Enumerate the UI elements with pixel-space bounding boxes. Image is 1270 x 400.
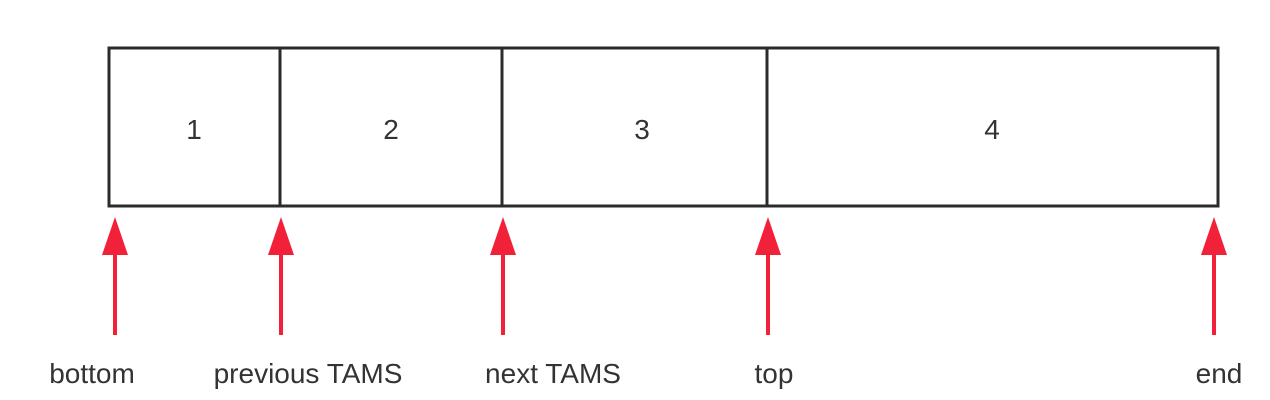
pointer-label-previous-tams: previous TAMS <box>214 358 403 389</box>
cell-label-2: 2 <box>383 114 399 145</box>
cell-label-4: 4 <box>984 114 1000 145</box>
arrow-top <box>755 217 781 335</box>
cell-label-3: 3 <box>634 114 650 145</box>
pointer-label-top: top <box>755 358 794 389</box>
pointer-label-next-tams: next TAMS <box>485 358 621 389</box>
arrow-bottom <box>102 217 128 335</box>
region-box <box>107 46 1220 208</box>
arrow-previous-tams <box>268 217 294 335</box>
pointer-label-end: end <box>1196 358 1243 389</box>
arrow-next-tams <box>490 217 516 335</box>
cell-label-1: 1 <box>186 114 202 145</box>
arrow-end <box>1201 217 1227 335</box>
pointer-label-bottom: bottom <box>49 358 135 389</box>
